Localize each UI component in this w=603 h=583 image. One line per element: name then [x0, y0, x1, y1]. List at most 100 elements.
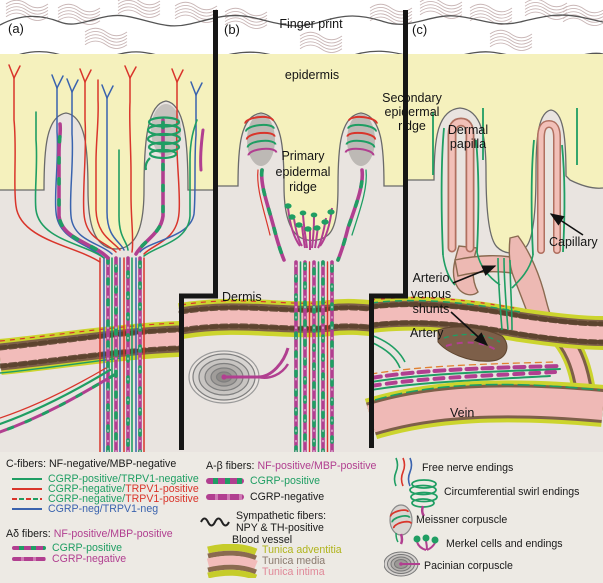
finger-print-label: Finger print	[279, 17, 343, 31]
legend-row-label: CGRP-negative/	[48, 493, 126, 505]
blood-vessel-swatch	[206, 544, 258, 578]
capillary-label: Capillary	[549, 235, 598, 249]
diagram-labels: (a) (b) (c) Finger print epidermis Secon…	[8, 17, 598, 420]
a-delta-header-rest: NF-positive/MBP-positive	[53, 528, 173, 540]
vein-c	[364, 380, 603, 440]
secondary-ridge-label-2: epidermal	[385, 105, 440, 119]
nerve-fibers-a	[0, 64, 205, 452]
free-nerve-endings-label: Free nerve endings	[422, 462, 514, 474]
legend-row: CGRP-negative	[12, 553, 126, 565]
vein-label: Vein	[450, 406, 474, 420]
artery-label: Artery	[410, 326, 444, 340]
annotation-arrows	[450, 213, 584, 346]
legend-row: CGRP-positive	[206, 475, 320, 487]
pacinian-corpuscle-icon	[384, 551, 420, 577]
c-fibers-header-rest: NF-negative/MBP-negative	[49, 458, 177, 470]
blood-vessel-header: Blood vessel	[232, 534, 293, 546]
legend-row-label: CGRP-negative	[52, 553, 127, 565]
panel-dividers	[179, 10, 408, 450]
tunica-adventitia-label: Tunica adventitia	[262, 544, 342, 556]
free-nerve-endings-c	[432, 108, 578, 256]
tunica-intima-label: Tunica intima	[262, 566, 325, 578]
divider-a-b	[179, 10, 218, 450]
av-shunts-label-1: Arterio	[413, 271, 450, 285]
legend-row-label: CGRP-positive/TRPV1-negative	[48, 473, 199, 485]
c-fibers-header: C-fibers:NF-negative/MBP-negative	[6, 458, 176, 470]
legend-row-label: CGRP-positive	[250, 475, 321, 487]
legend-row: CGRP-negative	[206, 491, 324, 503]
legend-row-label: CGRP-negative	[250, 491, 325, 503]
meissner-corpuscle-left	[244, 115, 278, 156]
a-beta-header: A-β fibers:NF-positive/MBP-positive	[206, 460, 376, 472]
stratum-corneum-top-line	[0, 14, 603, 27]
a-delta-header: Aδ fibers:NF-positive/MBP-positive	[6, 528, 173, 540]
legend-row: CGRP-positive/TRPV1-negative	[12, 473, 199, 485]
c-fibers-header-prefix: C-fibers:	[6, 458, 47, 470]
nerve-fibers-b	[257, 168, 367, 452]
av-shunts-label-2: venous	[411, 287, 451, 301]
c-fiber-green-line	[12, 478, 42, 480]
sympathetic-label: Sympathetic fibers:NPY & TH-positive	[236, 510, 326, 534]
merkel-cells-label: Merkel cells and endings	[446, 538, 563, 550]
legend-column-a-beta: A-β fibers:NF-positive/MBP-positive CGRP…	[198, 452, 388, 583]
primary-ridge-label-2: epidermal	[276, 165, 331, 179]
shunt-arrow-lower	[450, 311, 489, 346]
legend-row: CGRP-positive	[12, 542, 122, 554]
free-nerve-endings-icon	[393, 457, 413, 487]
dermal-papilla-label-1: Dermal	[448, 123, 488, 137]
primary-ridge-label-1: Primary	[281, 149, 325, 163]
legend-row: CGRP-neg/TRPV1-neg	[12, 503, 158, 515]
sympathetic-row: Sympathetic fibers:NPY & TH-positive	[200, 510, 326, 534]
merkel-cells	[284, 203, 335, 250]
dermal-papilla-label-2: papilla	[450, 137, 486, 151]
pacinian-corpuscle-label: Pacinian corpuscle	[424, 560, 513, 572]
a-delta-cgrp-negative-line	[12, 557, 46, 561]
c-fiber-red-green-dashed-line	[12, 498, 42, 500]
artery-c	[368, 296, 603, 350]
sympathetic-fibers-c	[370, 251, 534, 369]
panel-c-label: (c)	[412, 22, 427, 37]
divider-b-c	[369, 10, 408, 448]
a-beta-header-rest: NF-positive/MBP-positive	[257, 460, 377, 472]
a-beta-header-prefix: A-β fibers:	[206, 460, 255, 472]
sympathetic-label-1: Sympathetic fibers:	[236, 510, 327, 522]
tunica-media-label: Tunica media	[262, 555, 326, 567]
legend-row-label: CGRP-positive	[52, 542, 123, 554]
circumferential-swirl-label: Circumferential swirl endings	[444, 486, 580, 498]
meissner-corpuscle-right	[344, 115, 378, 156]
secondary-ridge-label-3: ridge	[398, 119, 426, 133]
pacinian-corpuscle	[188, 347, 290, 404]
circumferential-swirl-ending	[144, 116, 182, 171]
legend-column-c-fibers: C-fibers:NF-negative/MBP-negative CGRP-p…	[4, 452, 199, 583]
capillary-loops	[447, 117, 561, 254]
a-delta-cgrp-positive-line	[12, 546, 46, 550]
a-beta-cgrp-negative-line	[206, 494, 244, 500]
legend-row: CGRP-negative/TRPV1-positive	[12, 483, 199, 495]
diagram-canvas: (a) (b) (c) Finger print epidermis Secon…	[0, 0, 603, 452]
legend-row-label: CGRP-neg/TRPV1-neg	[48, 503, 159, 515]
c-fiber-red-line	[12, 488, 42, 490]
legend-column-endings: Free nerve endings Circumferential swirl…	[384, 452, 603, 583]
panel-a-label: (a)	[8, 21, 24, 36]
dermis-label: Dermis	[222, 290, 262, 304]
c-fiber-blue-line	[12, 508, 42, 510]
secondary-ridge-label-1: Secondary	[382, 91, 443, 105]
merkel-cells-icon	[413, 534, 439, 551]
a-delta-header-prefix: Aδ fibers:	[6, 528, 51, 540]
panel-c	[364, 54, 603, 452]
av-shunts-label-3: shunts	[413, 302, 450, 316]
legend-row: CGRP-negative/TRPV1-positive	[12, 493, 199, 505]
nerve-bundle-c	[369, 361, 562, 391]
shunt-arrow-upper	[452, 265, 497, 284]
legend: C-fibers:NF-negative/MBP-negative CGRP-p…	[0, 452, 603, 583]
legend-row-label: TRPV1-positive	[125, 483, 199, 495]
primary-ridge-label-3: ridge	[289, 180, 317, 194]
sympathetic-label-2: NPY & TH-positive	[236, 522, 324, 534]
meissner-corpuscle-icon	[389, 504, 413, 545]
circumferential-swirl-icon	[409, 479, 438, 517]
a-beta-cgrp-positive-line	[206, 478, 244, 484]
legend-row-label: TRPV1-positive	[125, 493, 199, 505]
panel-b-label: (b)	[224, 22, 240, 37]
dermis-boundary-a	[0, 100, 214, 250]
